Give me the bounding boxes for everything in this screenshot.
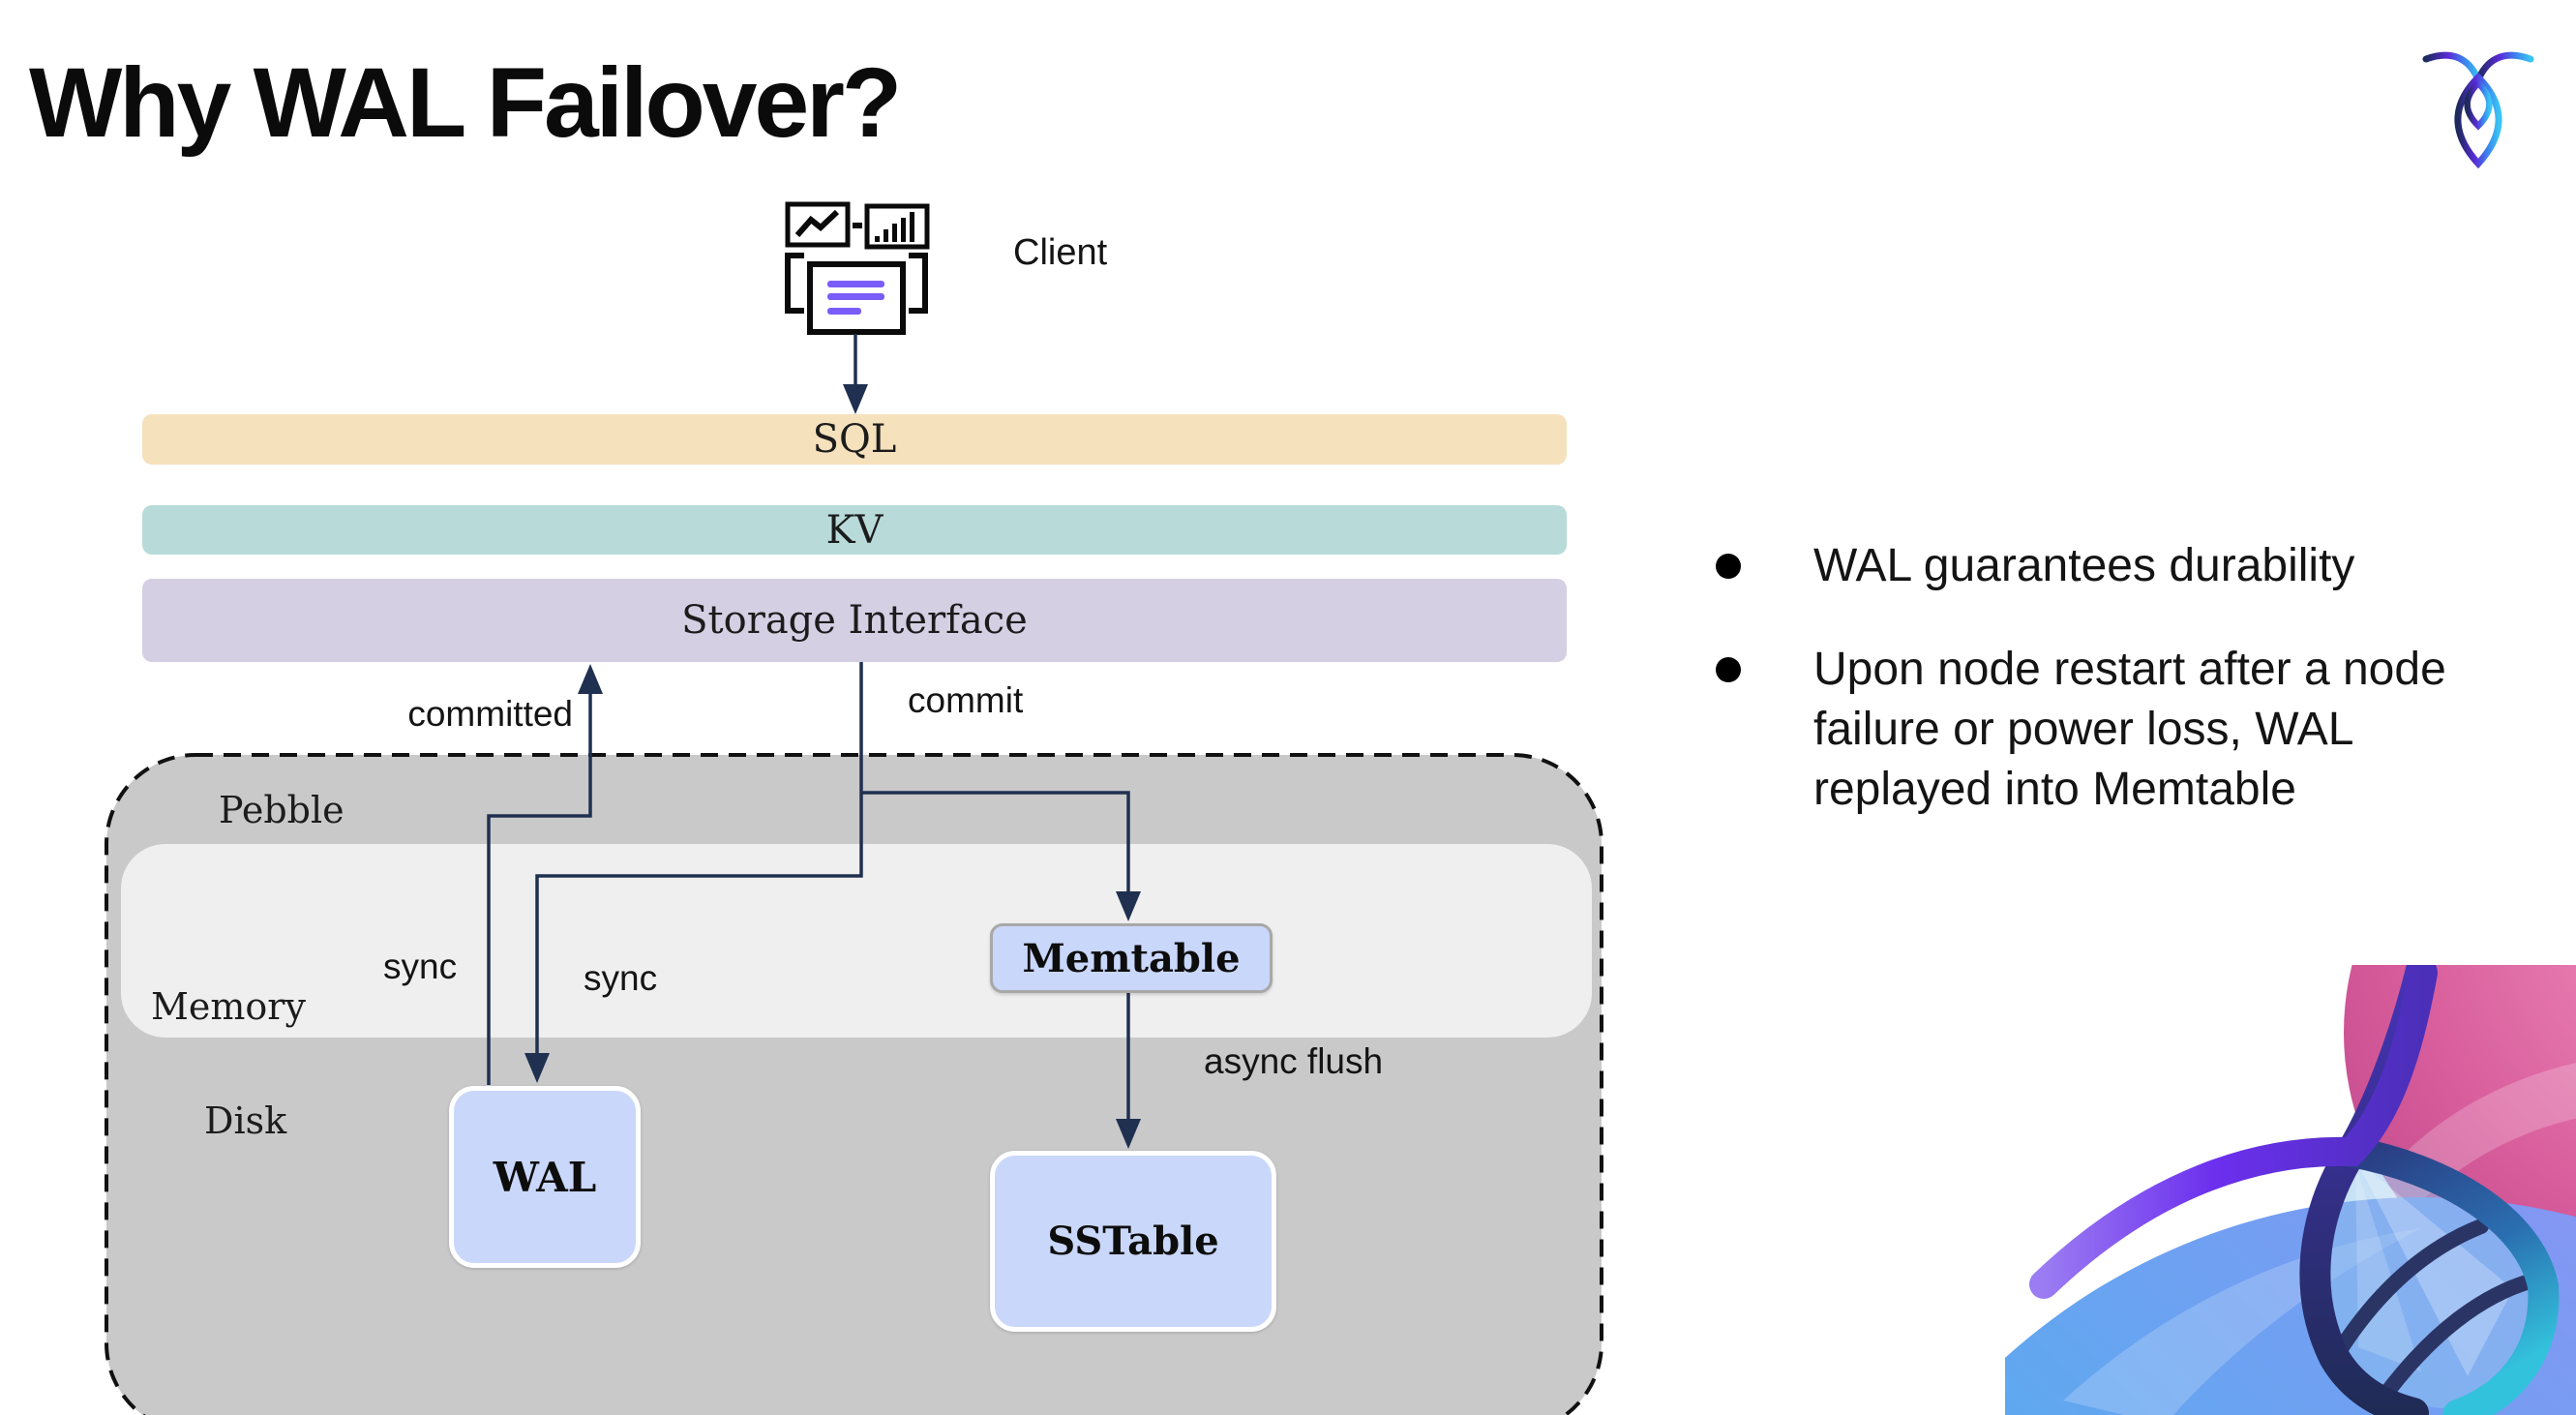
layer-storage-interface: Storage Interface — [142, 579, 1567, 662]
node-sstable-label: SSTable — [1047, 1219, 1219, 1264]
edge-commit-memtable — [861, 791, 1130, 892]
bullet-list: WAL guarantees durability Upon node rest… — [1716, 536, 2567, 863]
bullet-dot-icon — [1716, 554, 1741, 579]
layer-sql-label: SQL — [812, 417, 897, 462]
edge-label-sync-left: sync — [383, 947, 458, 986]
node-sstable: SSTable — [990, 1151, 1276, 1332]
brand-artwork — [2005, 965, 2576, 1415]
list-item: Upon node restart after a node failure o… — [1716, 640, 2567, 820]
dash-connector — [853, 223, 862, 228]
layer-kv: KV — [142, 505, 1567, 555]
edge-label-sync-right: sync — [584, 958, 658, 998]
edge-label-async-flush: async flush — [1204, 1041, 1384, 1081]
layer-storage-label: Storage Interface — [681, 598, 1028, 643]
list-item: WAL guarantees durability — [1716, 536, 2567, 596]
client-icon — [785, 201, 930, 335]
memory-band — [121, 844, 1592, 1038]
disk-label: Disk — [204, 1099, 287, 1142]
node-memtable-label: Memtable — [1022, 935, 1241, 981]
edge-commit-sync-wal — [535, 662, 863, 1054]
mark-antenna — [2029, 965, 2438, 1299]
memory-label: Memory — [151, 985, 306, 1028]
edge-label-commit: commit — [908, 680, 1024, 720]
pebble-label: Pebble — [219, 789, 344, 831]
node-wal: WAL — [449, 1086, 641, 1268]
cockroachdb-logo-icon — [2422, 51, 2534, 168]
node-wal-label: WAL — [493, 1153, 597, 1201]
connector-lines — [487, 334, 1130, 1120]
edge-committed — [487, 693, 592, 1085]
bullet-text: WAL guarantees durability — [1813, 540, 2355, 591]
edge-label-committed: committed — [407, 694, 573, 734]
client-label: Client — [1013, 232, 1108, 273]
layer-sql: SQL — [142, 414, 1567, 465]
layer-kv-label: KV — [825, 507, 884, 553]
page-title: Why WAL Failover? — [29, 47, 902, 158]
node-memtable: Memtable — [990, 923, 1273, 993]
bullet-dot-icon — [1716, 657, 1741, 682]
arrowheads — [524, 384, 1141, 1149]
mark-leaf-right — [2336, 1136, 2560, 1415]
document-lines — [827, 281, 884, 315]
bullet-text: Upon node restart after a node failure o… — [1813, 644, 2446, 815]
